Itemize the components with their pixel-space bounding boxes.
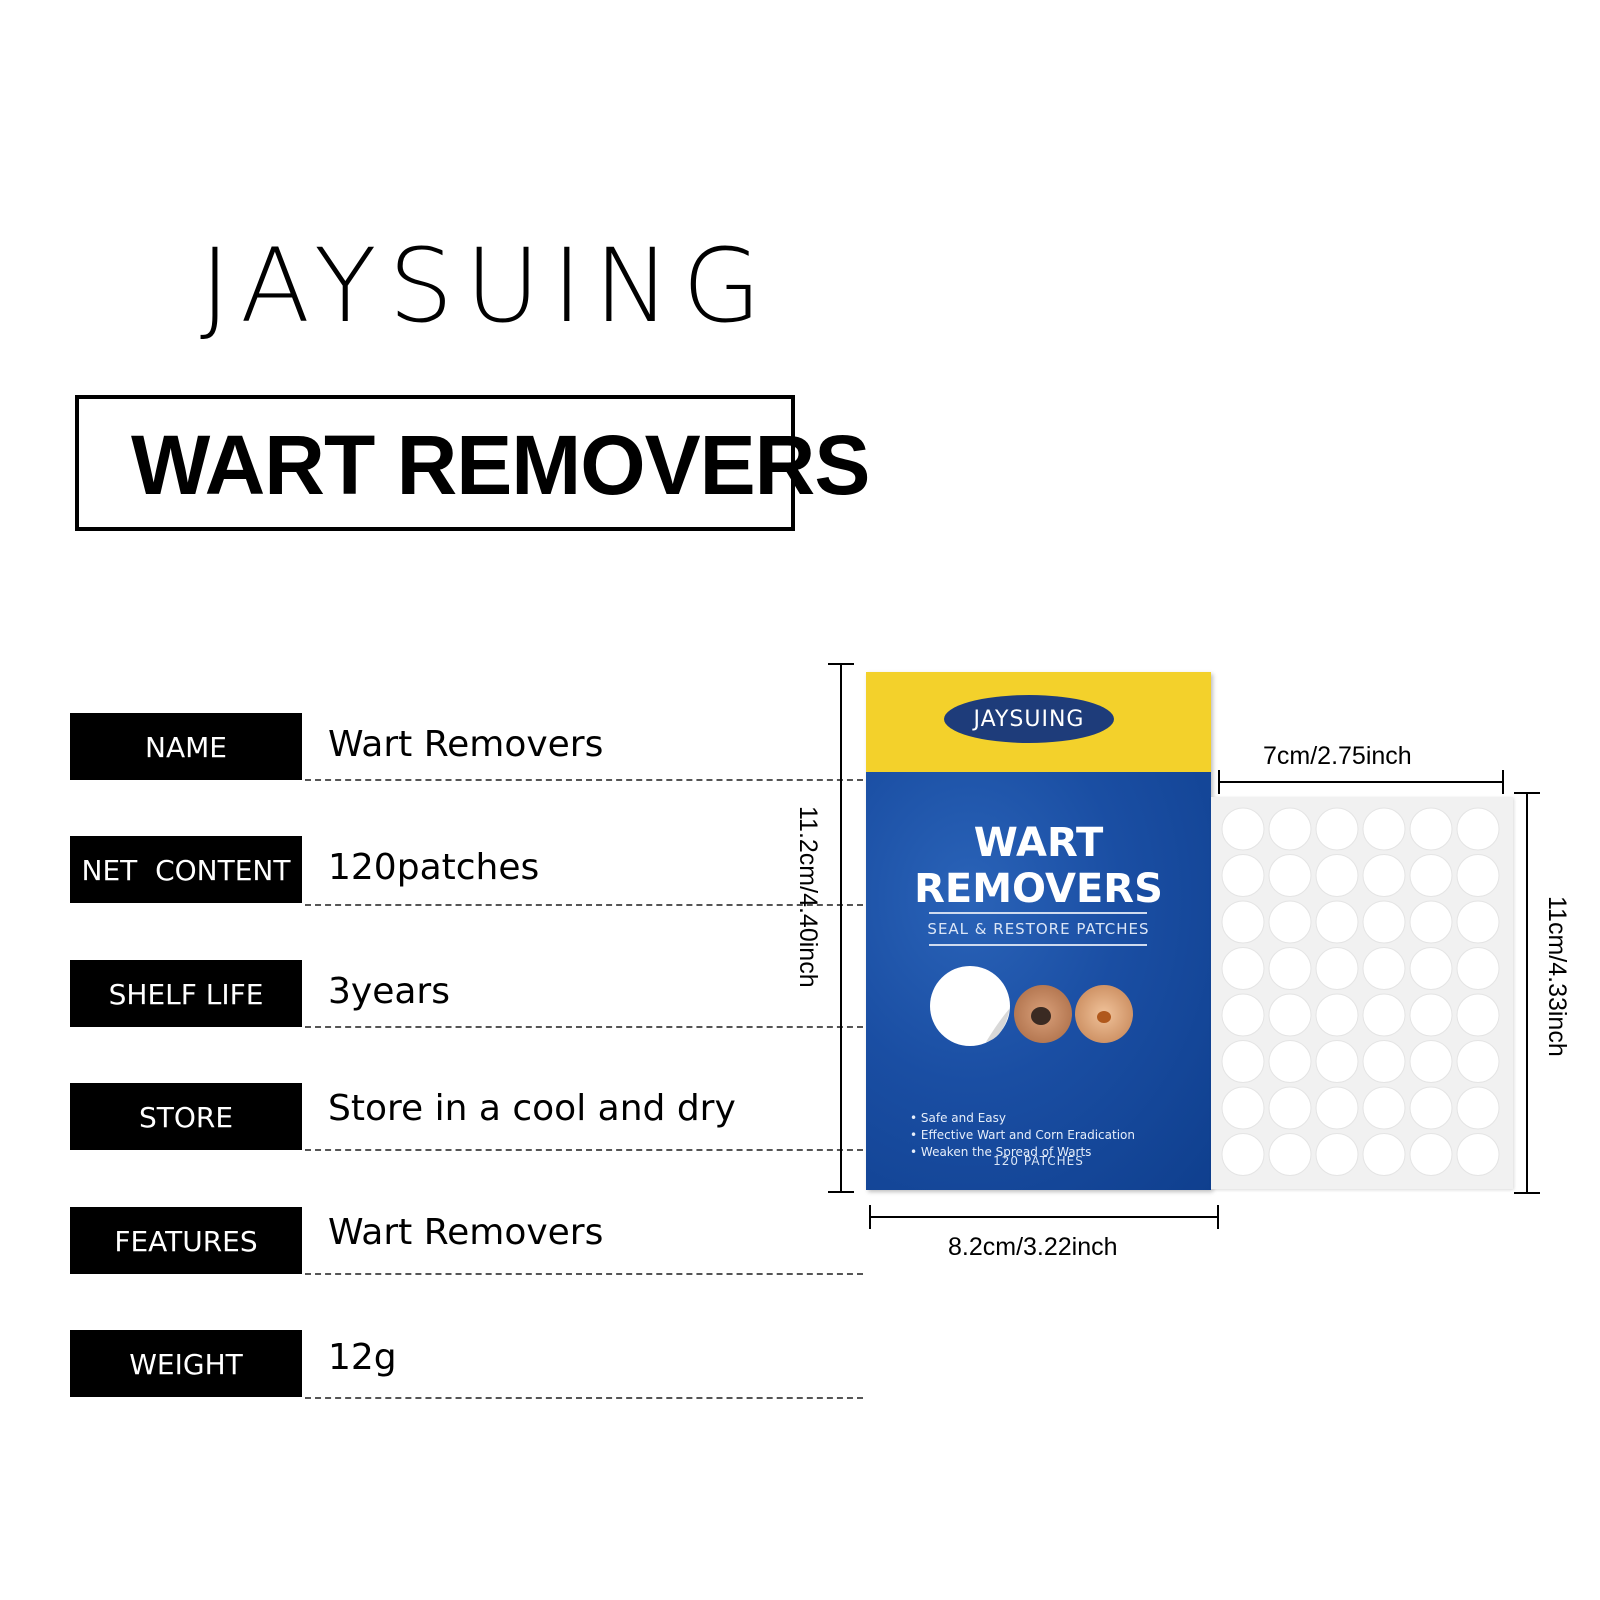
box-rule-bottom (929, 944, 1147, 946)
patch-dot (1315, 1133, 1359, 1176)
box-rule-top (929, 912, 1147, 914)
dashed-divider (305, 779, 863, 781)
patch-dot (1409, 1040, 1453, 1083)
spec-row-features: FEATURES Wart Removers (70, 1207, 863, 1277)
patch-dot (1409, 993, 1453, 1037)
sheet-height-label: 11cm/4.33inch (1543, 896, 1571, 1057)
spec-row-name: NAME Wart Removers (70, 713, 863, 783)
patch-dot (1268, 1040, 1312, 1083)
dashed-divider (305, 1397, 863, 1399)
spec-value: 3years (328, 971, 450, 1012)
patch-dot (1268, 900, 1312, 944)
sheet-width-dimension-line (1218, 770, 1504, 794)
patch-dot (1221, 947, 1265, 990)
spec-row-store: STORE Store in a cool and dry (70, 1083, 863, 1153)
box-bullet: Safe and Easy (910, 1110, 1135, 1127)
patch-dot (1315, 993, 1359, 1037)
page-title: WART REMOVERS (131, 418, 870, 512)
patch-dot (1362, 1133, 1406, 1176)
patch-dot (1409, 1133, 1453, 1176)
spec-label: STORE (70, 1083, 302, 1150)
box-brand-logo: JAYSUING (944, 695, 1114, 743)
sheet-height-dimension-line (1514, 792, 1540, 1194)
patch-dot (1362, 1086, 1406, 1130)
patch-grid (1221, 807, 1500, 1176)
patch-dot (1362, 993, 1406, 1037)
box-patch-count: 120 PATCHES (993, 1154, 1084, 1168)
box-height-label: 11.2cm/4.40inch (794, 806, 822, 988)
title-box: WART REMOVERS (75, 395, 870, 531)
patch-dot (1456, 1086, 1500, 1130)
spec-label: NET CONTENT (70, 836, 302, 903)
patch-dot (1268, 993, 1312, 1037)
spec-label: WEIGHT (70, 1330, 302, 1397)
patch-dot (1456, 993, 1500, 1037)
patch-dot (1362, 854, 1406, 897)
patch-dot (1315, 854, 1359, 897)
patch-dot (1409, 1086, 1453, 1130)
patch-sticker-icon (930, 966, 1010, 1046)
box-bullet-list: Safe and Easy Effective Wart and Corn Er… (910, 1110, 1135, 1161)
patch-sheet (1211, 797, 1513, 1189)
box-title-line1: WART (973, 820, 1104, 866)
spec-row-net-content: NET CONTENT 120patches (70, 836, 863, 906)
box-bullet: Effective Wart and Corn Eradication (910, 1127, 1135, 1144)
spec-row-shelf-life: SHELF LIFE 3years (70, 960, 863, 1030)
patch-dot (1221, 854, 1265, 897)
patch-dot (1362, 947, 1406, 990)
box-title-line2: REMOVERS (914, 866, 1163, 912)
box-height-dimension-line (828, 663, 854, 1193)
patch-illustration (930, 966, 1133, 1046)
patch-dot (1221, 1133, 1265, 1176)
dashed-divider (305, 1273, 863, 1275)
patch-dot (1456, 1133, 1500, 1176)
dashed-divider (305, 904, 863, 906)
box-width-label: 8.2cm/3.22inch (948, 1233, 1118, 1261)
spec-value: 120patches (328, 847, 540, 888)
spec-label: NAME (70, 713, 302, 780)
box-width-dimension-line (869, 1205, 1219, 1229)
patch-dot (1268, 1086, 1312, 1130)
patch-dot (1456, 900, 1500, 944)
box-bullet: Weaken the Spread of Warts (910, 1144, 1135, 1161)
spec-label: SHELF LIFE (70, 960, 302, 1027)
patch-dot (1409, 854, 1453, 897)
spec-row-weight: WEIGHT 12g (70, 1330, 863, 1400)
patch-dot (1268, 807, 1312, 851)
box-subtitle: SEAL & RESTORE PATCHES (927, 920, 1150, 938)
product-box: JAYSUING WART REMOVERS SEAL & RESTORE PA… (866, 672, 1211, 1190)
patch-dot (1268, 947, 1312, 990)
patch-dot (1221, 993, 1265, 1037)
dashed-divider (305, 1026, 863, 1028)
patch-dot (1221, 1086, 1265, 1130)
patch-dot (1315, 1086, 1359, 1130)
patch-dot (1409, 947, 1453, 990)
dashed-divider (305, 1149, 863, 1151)
sheet-width-label: 7cm/2.75inch (1263, 742, 1412, 770)
spec-label: FEATURES (70, 1207, 302, 1274)
patch-dot (1221, 1040, 1265, 1083)
patch-dot (1221, 807, 1265, 851)
patch-dot (1268, 1133, 1312, 1176)
spec-value: Wart Removers (328, 724, 604, 765)
patch-dot (1221, 900, 1265, 944)
brand-logo: JAYSUING (200, 227, 774, 346)
patch-dot (1315, 947, 1359, 990)
patch-dot (1315, 1040, 1359, 1083)
patch-dot (1268, 854, 1312, 897)
patch-dot (1409, 807, 1453, 851)
spec-value: 12g (328, 1337, 397, 1378)
patch-dot (1456, 854, 1500, 897)
patch-dot (1456, 1040, 1500, 1083)
patch-dot (1315, 900, 1359, 944)
patch-dot (1362, 807, 1406, 851)
patch-dot (1456, 807, 1500, 851)
patch-dot (1315, 807, 1359, 851)
spec-value: Store in a cool and dry (328, 1088, 736, 1129)
patch-dot (1409, 900, 1453, 944)
patch-dot (1362, 900, 1406, 944)
patch-dot (1456, 947, 1500, 990)
spec-value: Wart Removers (328, 1212, 604, 1253)
patch-dot (1362, 1040, 1406, 1083)
